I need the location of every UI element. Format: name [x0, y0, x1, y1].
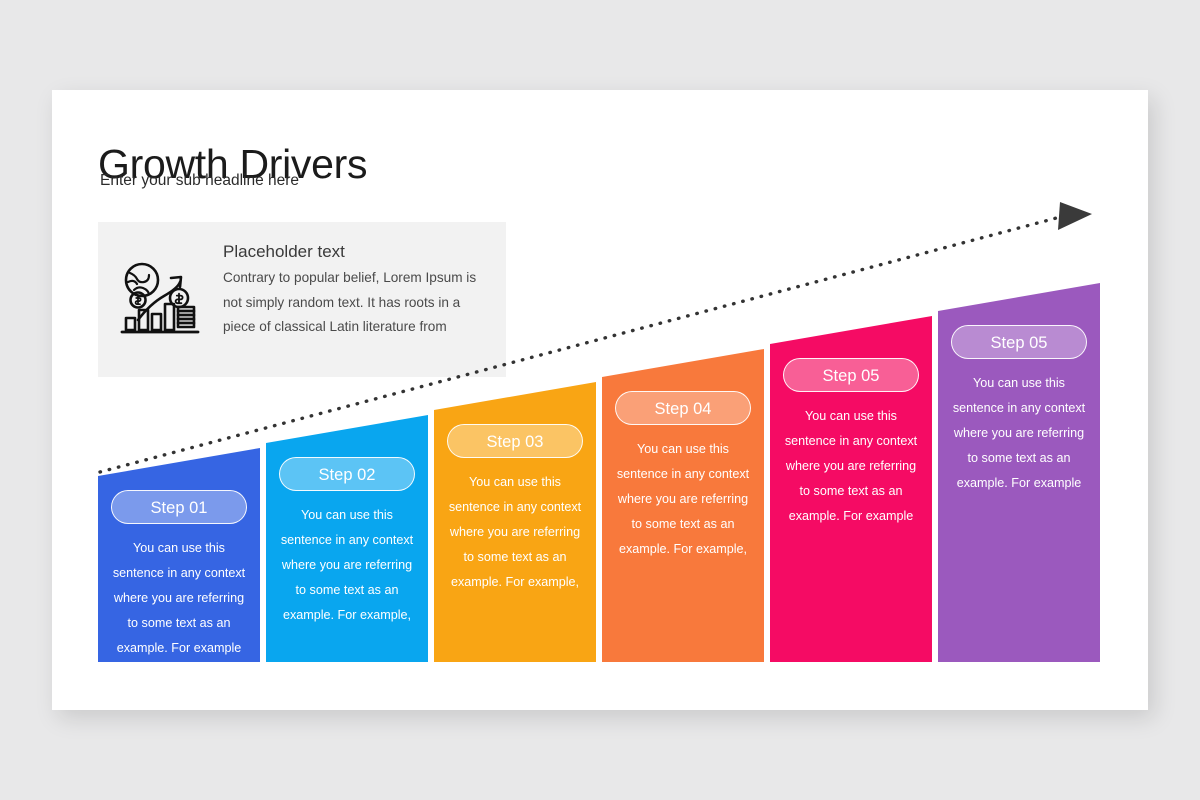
step-badge-4[interactable]: Step 04 — [615, 391, 751, 425]
step-badge-1[interactable]: Step 01 — [111, 490, 247, 524]
step-description-4: You can use this sentence in any context… — [616, 442, 750, 556]
step-badge-6[interactable]: Step 05 — [951, 325, 1087, 359]
step-shape-4 — [602, 349, 764, 662]
step-column-1[interactable]: Step 01 You can use this sentence in any… — [98, 448, 260, 662]
step-description-5: You can use this sentence in any context… — [784, 409, 918, 523]
placeholder-info-box: Placeholder text Contrary to popular bel… — [98, 222, 506, 377]
step-badge-5[interactable]: Step 05 — [783, 358, 919, 392]
step-description-6: You can use this sentence in any context… — [952, 376, 1086, 490]
step-description-1: You can use this sentence in any context… — [112, 541, 246, 655]
step-column-5[interactable]: Step 05 You can use this sentence in any… — [770, 316, 932, 662]
step-shape-5 — [770, 316, 932, 662]
step-badge-3[interactable]: Step 03 — [447, 424, 583, 458]
page-subtitle: Enter your sub headline here — [100, 172, 300, 189]
step-shape-6 — [938, 283, 1100, 662]
page-title: Growth Drivers — [98, 141, 368, 188]
step-description-2: You can use this sentence in any context… — [280, 508, 414, 622]
slide-card: Growth Drivers Enter your sub headline h… — [52, 90, 1148, 710]
step-column-4[interactable]: Step 04 You can use this sentence in any… — [602, 349, 764, 662]
step-column-3[interactable]: Step 03 You can use this sentence in any… — [434, 382, 596, 662]
placeholder-body: Contrary to popular belief, Lorem Ipsum … — [223, 270, 477, 334]
step-column-6[interactable]: Step 05 You can use this sentence in any… — [938, 283, 1100, 662]
step-badge-2[interactable]: Step 02 — [279, 457, 415, 491]
placeholder-heading: Placeholder text — [223, 242, 345, 261]
globe-growth-coins-icon — [116, 260, 202, 338]
placeholder-text-group: Placeholder text Contrary to popular bel… — [223, 242, 491, 340]
step-column-2[interactable]: Step 02 You can use this sentence in any… — [266, 415, 428, 662]
step-description-3: You can use this sentence in any context… — [448, 475, 582, 589]
